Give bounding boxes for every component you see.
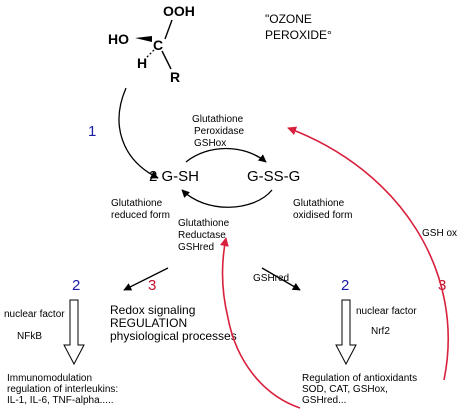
- title-line-2: PEROXIDE°: [265, 28, 332, 42]
- reductase-line-3: GSHred: [178, 242, 214, 253]
- step-1-number: 1: [88, 123, 96, 140]
- nfkb-outcome-line-2: regulation of interleukins:: [7, 384, 118, 395]
- middle-step-3-number: 3: [148, 277, 156, 294]
- nfkb-outcome-line-1: Immunomodulation: [7, 373, 92, 384]
- molecule-carbon: C: [153, 37, 163, 53]
- cycle-oxidation-arrow: [185, 147, 267, 163]
- gsh-ox-feedback-arrow: [287, 126, 449, 381]
- oxidised-form-line-1: Glutathione: [293, 198, 345, 209]
- reductase-line-2: Reductase: [178, 230, 226, 241]
- gsh-reduced-formula: 2 G-SH: [149, 168, 199, 185]
- arrow-to-nrf2-branch: [261, 267, 301, 291]
- molecule-ho: HO: [108, 31, 129, 47]
- nrf2-factor-label: nuclear factor: [356, 306, 417, 317]
- reductase-line-1: Glutathione: [178, 218, 230, 229]
- wedge-bond-c-ho: [135, 36, 152, 42]
- nrf2-outcome-line-3: GSHred...: [302, 395, 346, 406]
- molecule-ooh: OOH: [163, 3, 195, 19]
- peroxidase-line-1: Glutathione: [192, 114, 244, 125]
- peroxidase-line-2: Peroxidase: [194, 126, 244, 137]
- cycle-reduction-arrow: [181, 189, 273, 208]
- right-step-3-number: 3: [438, 277, 446, 294]
- right-step-2-number: 2: [341, 277, 349, 294]
- bond-c-r: [161, 50, 172, 70]
- nrf2-down-arrow: [335, 299, 357, 366]
- gsh-red-label: GSHred: [253, 273, 289, 284]
- bond-c-ooh: [164, 19, 173, 40]
- molecule-r: R: [170, 69, 180, 85]
- redox-line-3: physiological processes: [110, 329, 237, 343]
- arrow-to-nfkb-branch: [123, 267, 169, 291]
- title-line-1: "OZONE: [265, 12, 312, 26]
- gsh-red-feedback-arrow: [220, 237, 301, 409]
- nrf2-outcome-line-2: SOD, CAT, GSHox,: [302, 384, 388, 395]
- nrf2-outcome-line-1: Regulation of antioxidants: [302, 373, 417, 384]
- hash-bond-c-h: [145, 49, 155, 59]
- gsh-ox-label: GSH ox: [422, 228, 457, 239]
- nrf2-name: Nrf2: [371, 326, 390, 337]
- redox-line-2: REGULATION: [110, 316, 187, 330]
- molecule-h: H: [137, 55, 147, 71]
- nfkb-down-arrow: [63, 299, 85, 366]
- nfkb-factor-label: nuclear factor: [4, 309, 65, 320]
- left-step-2-number: 2: [72, 277, 80, 294]
- peroxide-molecule: OOH HO C H R: [108, 3, 195, 85]
- peroxidase-line-3: GSHox: [194, 138, 226, 149]
- nfkb-name: NFkB: [17, 331, 42, 342]
- nfkb-outcome-line-3: IL-1, IL-6, TNF-alpha.....: [7, 395, 114, 406]
- glutathione-cycle: 2 G-SH G-SS-G Glutathione Peroxidase GSH…: [111, 114, 352, 253]
- reduced-form-line-2: reduced form: [111, 210, 170, 221]
- step-1-arrow: [118, 87, 159, 179]
- redox-line-1: Redox signaling: [110, 303, 195, 317]
- gssg-oxidised-formula: G-SS-G: [247, 168, 300, 185]
- oxidised-form-line-2: oxidised form: [293, 210, 352, 221]
- reduced-form-line-1: Glutathione: [111, 198, 163, 209]
